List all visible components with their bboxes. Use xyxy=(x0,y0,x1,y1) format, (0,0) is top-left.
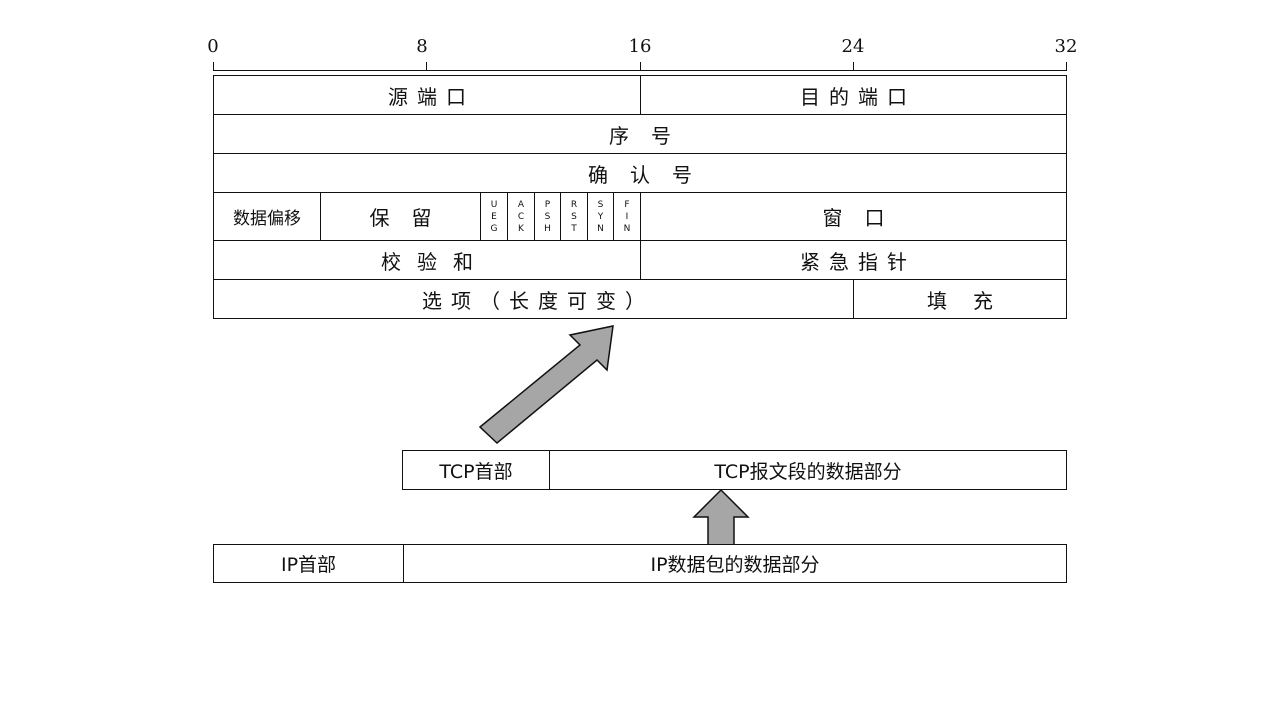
ip-header-box: IP首部 xyxy=(213,544,404,583)
bit-tick-label-0: 0 xyxy=(207,36,219,57)
tcp-header-box: TCP首部 xyxy=(402,450,550,490)
window-field: 窗口 xyxy=(640,192,1067,241)
dst-port-field: 目的端口 xyxy=(640,75,1067,115)
diagonal-arrow xyxy=(478,325,614,445)
up-arrow xyxy=(692,488,750,546)
bit-tick-label-32: 32 xyxy=(1054,36,1078,57)
bit-tick-label-24: 24 xyxy=(841,36,865,57)
padding-field: 填充 xyxy=(853,279,1067,319)
bit-tick xyxy=(213,62,214,71)
bit-tick xyxy=(640,62,641,71)
bit-tick-label-8: 8 xyxy=(416,36,428,57)
bit-tick xyxy=(853,62,854,71)
tcp-data-box: TCP报文段的数据部分 xyxy=(549,450,1067,490)
flag-char: U xyxy=(490,199,498,210)
bit-tick xyxy=(426,62,427,71)
bit-tick xyxy=(1066,62,1067,71)
flag-char: G xyxy=(490,223,498,234)
bit-tick-label-16: 16 xyxy=(628,36,652,57)
urgent-pointer-field: 紧急指针 xyxy=(640,240,1067,280)
flag-char: E xyxy=(491,211,497,222)
options-field: 选项（长度可变） xyxy=(213,279,854,319)
ip-data-box: IP数据包的数据部分 xyxy=(403,544,1067,583)
